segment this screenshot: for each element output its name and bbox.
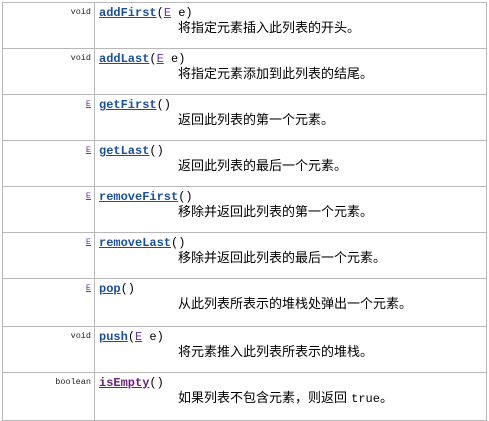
return-type-link[interactable]: E <box>85 145 91 155</box>
close-paren: ) <box>178 52 186 66</box>
description-text: 将元素推入此列表所表示的堆栈。 <box>178 345 374 360</box>
method-detail-cell: addFirst(E e)将指定元素插入此列表的开头。 <box>94 2 487 49</box>
method-description: 返回此列表的第一个元素。 <box>99 112 486 130</box>
method-signature: addLast(E e) <box>99 52 486 66</box>
open-paren: ( <box>156 6 164 20</box>
return-type-cell: E <box>2 140 95 187</box>
return-type: void <box>70 331 91 341</box>
method-signature: isEmpty() <box>99 376 486 390</box>
method-description: 如果列表不包含元素，则返回 true。 <box>99 390 486 408</box>
method-description: 从此列表所表示的堆栈处弹出一个元素。 <box>99 296 486 314</box>
return-type-cell: E <box>2 278 95 327</box>
open-paren: () <box>156 98 172 112</box>
method-description: 将指定元素添加到此列表的结尾。 <box>99 66 486 84</box>
description-text: 从此列表所表示的堆栈处弹出一个元素。 <box>178 297 413 312</box>
open-paren: () <box>171 236 186 250</box>
description-text: 返回此列表的第一个元素。 <box>178 113 335 128</box>
return-type-cell: E <box>2 94 95 141</box>
return-type-link[interactable]: E <box>85 283 91 293</box>
method-detail-cell: removeLast()移除并返回此列表的最后一个元素。 <box>94 232 487 279</box>
method-detail-cell: push(E e)将元素推入此列表所表示的堆栈。 <box>94 326 487 373</box>
method-description: 将指定元素插入此列表的开头。 <box>99 20 486 38</box>
return-type-cell: void <box>2 326 95 373</box>
method-signature: addFirst(E e) <box>99 6 486 20</box>
method-signature: removeLast() <box>99 236 486 250</box>
method-description: 移除并返回此列表的最后一个元素。 <box>99 250 486 268</box>
description-text: 将指定元素插入此列表的开头。 <box>178 21 361 36</box>
return-type-cell: boolean <box>2 372 95 421</box>
open-paren: () <box>120 282 136 296</box>
open-paren: ( <box>149 52 157 66</box>
method-name-link[interactable]: addLast <box>99 52 150 66</box>
method-name-link[interactable]: pop <box>99 282 121 296</box>
method-detail-cell: getLast()返回此列表的最后一个元素。 <box>94 140 487 187</box>
open-paren: () <box>149 144 164 158</box>
param-type-link[interactable]: E <box>135 330 143 344</box>
param-type-link[interactable]: E <box>156 52 164 66</box>
return-type: void <box>70 7 91 17</box>
description-text: 将指定元素添加到此列表的结尾。 <box>178 67 374 82</box>
method-signature: getFirst() <box>99 98 486 112</box>
method-detail-cell: isEmpty()如果列表不包含元素，则返回 true。 <box>94 372 487 421</box>
return-type: void <box>70 53 91 63</box>
param-name: e <box>142 330 157 344</box>
method-name-link[interactable]: getLast <box>99 144 150 158</box>
method-signature: push(E e) <box>99 330 486 344</box>
method-detail-cell: removeFirst()移除并返回此列表的第一个元素。 <box>94 186 487 233</box>
method-detail-cell: addLast(E e)将指定元素添加到此列表的结尾。 <box>94 48 487 95</box>
description-text: 如果列表不包含元素，则返回 <box>178 391 348 406</box>
method-detail-cell: getFirst()返回此列表的第一个元素。 <box>94 94 487 141</box>
method-name-link[interactable]: push <box>99 330 128 344</box>
method-name-link[interactable]: getFirst <box>99 98 157 112</box>
method-name-link[interactable]: isEmpty <box>99 376 150 390</box>
description-code: true <box>351 392 380 406</box>
description-text: 移除并返回此列表的第一个元素。 <box>178 205 374 220</box>
return-type-link[interactable]: E <box>85 237 91 247</box>
open-paren: () <box>149 376 164 390</box>
return-type-cell: void <box>2 48 95 95</box>
close-paren: ) <box>185 6 193 20</box>
close-paren: ) <box>156 330 164 344</box>
description-end: 。 <box>379 391 393 406</box>
method-name-link[interactable]: removeLast <box>99 236 172 250</box>
method-description: 返回此列表的最后一个元素。 <box>99 158 486 176</box>
open-paren: () <box>178 190 193 204</box>
method-signature: pop() <box>99 282 486 296</box>
param-type-link[interactable]: E <box>163 6 172 20</box>
param-name: e <box>163 52 179 66</box>
method-description: 将元素推入此列表所表示的堆栈。 <box>99 344 486 362</box>
open-paren: ( <box>127 330 136 344</box>
method-name-link[interactable]: removeFirst <box>99 190 179 204</box>
method-signature: getLast() <box>99 144 486 158</box>
description-text: 移除并返回此列表的最后一个元素。 <box>178 251 387 266</box>
return-type: boolean <box>55 377 91 387</box>
return-type-cell: E <box>2 186 95 233</box>
method-detail-cell: pop()从此列表所表示的堆栈处弹出一个元素。 <box>94 278 487 327</box>
return-type-link[interactable]: E <box>85 99 91 109</box>
method-signature: removeFirst() <box>99 190 486 204</box>
return-type-cell: E <box>2 232 95 279</box>
description-text: 返回此列表的最后一个元素。 <box>178 159 348 174</box>
method-description: 移除并返回此列表的第一个元素。 <box>99 204 486 222</box>
param-name: e <box>171 6 186 20</box>
method-name-link[interactable]: addFirst <box>99 6 157 20</box>
return-type-cell: void <box>2 2 95 49</box>
return-type-link[interactable]: E <box>85 191 91 201</box>
